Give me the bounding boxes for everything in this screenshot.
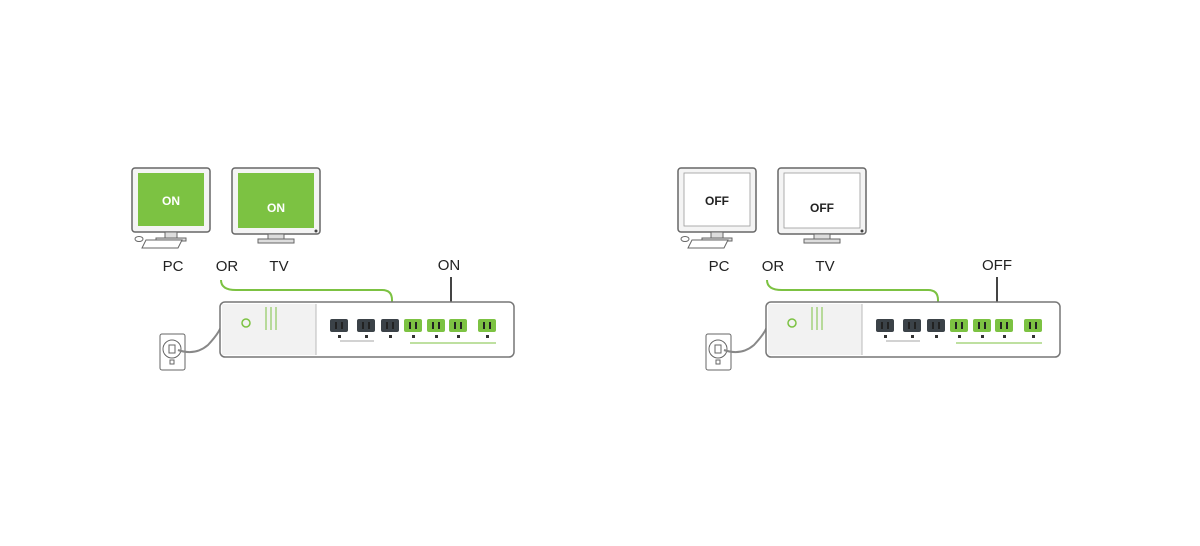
power-strip [765,301,1061,358]
pc-screen [683,172,751,227]
control-outlet [927,319,945,332]
switched-outlet [950,319,968,332]
always-on-outlet [903,319,921,332]
panel-on: ON ON PC OR TV ON [131,167,515,371]
pc-monitor: ON [131,167,211,242]
pc-screen [138,173,204,226]
power-strip [219,301,515,358]
or-label: OR [216,258,239,275]
brand-logo-icon [241,318,251,328]
tv-screen [783,172,861,229]
switched-outlet [478,319,496,332]
always-on-outlet [876,319,894,332]
brand-logo-icon [787,318,797,328]
or-label: OR [762,258,785,275]
pc-monitor: OFF [677,167,757,242]
keyboard-mouse [680,236,729,249]
pc-label: PC [709,258,730,275]
tv-label: TV [269,258,288,275]
switched-outlet [427,319,445,332]
switched-outlet [1024,319,1042,332]
tv-label: TV [815,258,834,275]
tv-screen [238,173,314,228]
control-arrow [766,279,946,318]
tv-screen-text: OFF [810,201,834,215]
always-on-outlet [330,319,348,332]
control-outlet [381,319,399,332]
keyboard-mouse [134,236,183,249]
switched-outlet [404,319,422,332]
pc-label: PC [163,258,184,275]
tv-screen-text: ON [267,201,285,215]
group-label: ON [438,257,461,274]
tv-monitor: ON [231,167,321,244]
switched-outlet [449,319,467,332]
tv-monitor: OFF [777,167,867,244]
panel-off: OFF OFF PC OR TV OFF [677,167,1061,371]
pc-screen-text: ON [162,194,180,208]
switched-outlet [995,319,1013,332]
always-on-outlet [357,319,375,332]
pc-screen-text: OFF [705,194,729,208]
group-label: OFF [982,257,1012,274]
switched-outlet [973,319,991,332]
control-arrow [220,279,400,318]
